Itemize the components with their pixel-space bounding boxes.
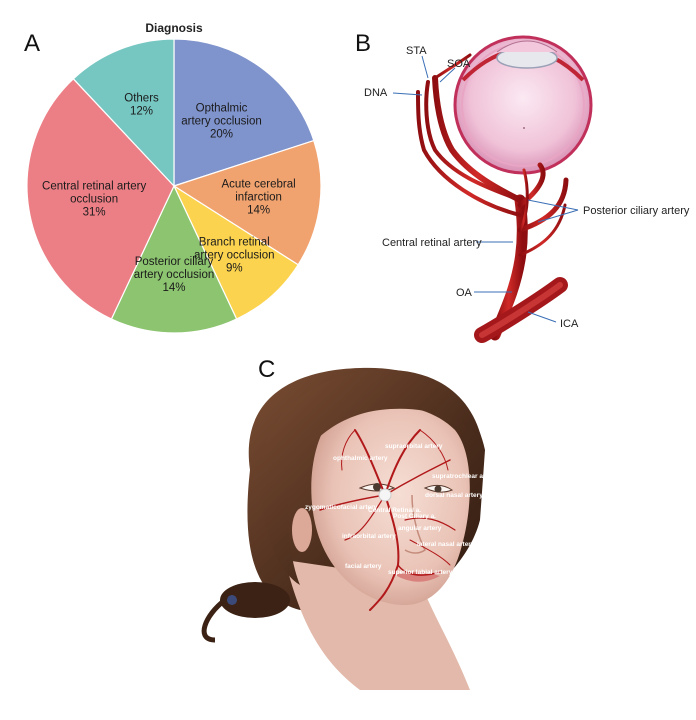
panel-letter-b: B [355,30,372,57]
pie-slice [173,38,315,187]
globe-marker [378,488,392,502]
pie-label-line: Acute cerebral [222,179,296,191]
pie-slices [26,38,322,334]
label-supraorbital: supraorbital artery [385,443,443,450]
facial-arteries [319,429,456,611]
pie-slice [110,184,238,334]
pie-slice [72,38,175,188]
label-dorsal-nasal: dorsal nasal artery [425,492,483,499]
panel-letter-c: C [258,356,276,383]
pie-label-line: 20% [210,129,233,141]
label-ophthalmic: ophthalmic artery [333,455,388,462]
pie-label-line: Opthalmic [196,103,248,115]
pie-label-line: 9% [226,262,243,274]
pie-slice [172,139,322,266]
label-central-retinal-a: Central Retinal a. [368,507,421,514]
leader-lines [392,55,579,323]
label-oa: OA [456,287,473,299]
label-ica: ICA [560,318,579,330]
label-posterior-ciliary: Posterior ciliary artery [583,205,690,217]
label-superior-labial: superior labial artery [388,569,453,576]
label-sta: STA [406,45,427,57]
pie-label-line: Posterior ciliary [135,256,214,268]
pie-label-line: Others [124,92,159,104]
label-central-retinal: Central retinal artery [382,237,482,249]
pie-label-line: 14% [247,205,270,217]
label-angular: angular artery [398,525,442,532]
facial-artery-labels: supraorbital artery ophthalmic artery su… [305,443,498,576]
label-supratrochlear: supratrochlear artery [432,473,498,480]
pie-label-line: Central retinal artery [42,181,146,193]
eyeball [453,35,593,175]
pie-label-line: 31% [83,207,106,219]
pie-label-line: artery occlusion [134,269,215,281]
label-dna: DNA [364,87,388,99]
pie-label-line: occlusion [70,194,118,206]
panel-letter-a: A [24,30,41,57]
pie-slice [172,184,299,320]
pie-label-line: 12% [130,105,153,117]
pie-label-line: Branch retinal [199,236,270,248]
label-soa: SOA [447,58,471,70]
face-head [201,367,485,690]
pie-slice [26,77,175,320]
pie-label-line: artery occlusion [194,249,275,261]
pie-title: Diagnosis [145,21,203,35]
label-infraorbital: infraorbital artery [342,533,396,540]
label-post-ciliary: Post Ciliary a. [393,513,436,520]
pie-label-line: 14% [162,282,185,294]
pie-label-line: artery occlusion [181,116,262,128]
label-lateral-nasal: lateral nasal artery [417,541,475,548]
label-facial: facial artery [345,563,382,570]
label-zygomaticofacial: zygomaticofacial artery [305,504,378,511]
pie-label-line: infarction [235,192,282,204]
